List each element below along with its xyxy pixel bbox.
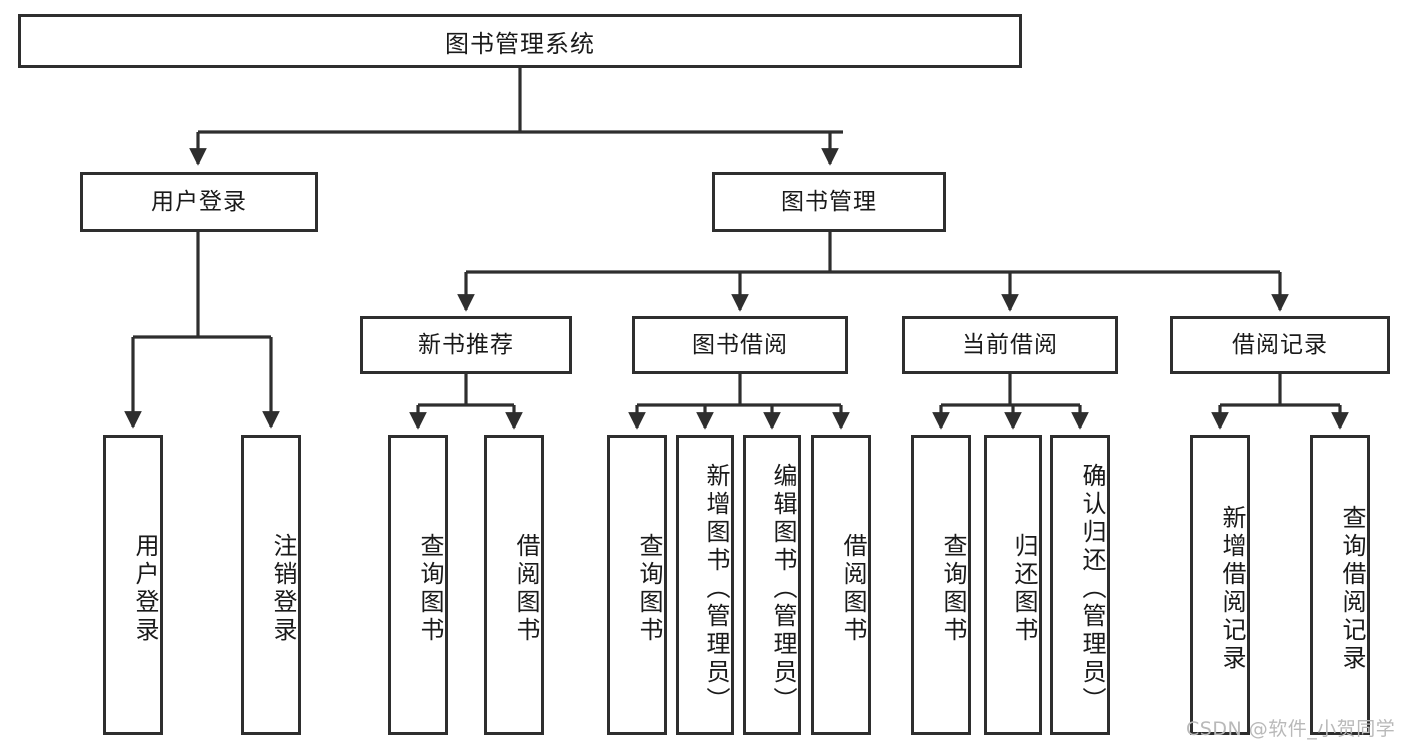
node-leaf-borrow-book-1-label: 借阅图书 xyxy=(512,533,540,645)
node-user-login-label: 用户登录 xyxy=(151,188,247,215)
node-leaf-query-book-2[interactable]: 查询图书 xyxy=(607,435,667,735)
node-leaf-edit-book-label: 编辑图书（管理员） xyxy=(769,463,797,715)
csdn-watermark: CSDN @软件_小贺同学 xyxy=(1186,718,1396,740)
node-leaf-query-record[interactable]: 查询借阅记录 xyxy=(1310,435,1370,735)
node-leaf-query-book-1-label: 查询图书 xyxy=(416,533,444,645)
node-leaf-confirm-return[interactable]: 确认归还（管理员） xyxy=(1050,435,1110,735)
node-user-login[interactable]: 用户登录 xyxy=(80,172,318,232)
node-borrow-record-label: 借阅记录 xyxy=(1232,331,1328,358)
node-borrow-record[interactable]: 借阅记录 xyxy=(1170,316,1390,374)
node-leaf-user-logout-label: 注销登录 xyxy=(269,533,297,645)
node-leaf-user-logout[interactable]: 注销登录 xyxy=(241,435,301,735)
node-leaf-add-record-label: 新增借阅记录 xyxy=(1218,505,1246,673)
node-leaf-confirm-return-label: 确认归还（管理员） xyxy=(1078,463,1106,715)
node-book-borrow[interactable]: 图书借阅 xyxy=(632,316,848,374)
node-book-manage[interactable]: 图书管理 xyxy=(712,172,946,232)
node-leaf-return-book-label: 归还图书 xyxy=(1010,533,1038,645)
node-root-label: 图书管理系统 xyxy=(445,29,595,58)
node-leaf-add-book[interactable]: 新增图书（管理员） xyxy=(676,435,734,735)
node-new-book-recommend[interactable]: 新书推荐 xyxy=(360,316,572,374)
node-leaf-query-book-1[interactable]: 查询图书 xyxy=(388,435,448,735)
node-root[interactable]: 图书管理系统 xyxy=(18,14,1022,68)
node-leaf-query-record-label: 查询借阅记录 xyxy=(1338,505,1366,673)
node-leaf-query-book-2-label: 查询图书 xyxy=(635,533,663,645)
node-leaf-user-login-label: 用户登录 xyxy=(131,533,159,645)
node-current-borrow-label: 当前借阅 xyxy=(962,331,1058,358)
node-leaf-query-book-3[interactable]: 查询图书 xyxy=(911,435,971,735)
node-leaf-borrow-book-2-label: 借阅图书 xyxy=(839,533,867,645)
node-book-borrow-label: 图书借阅 xyxy=(692,331,788,358)
node-leaf-user-login[interactable]: 用户登录 xyxy=(103,435,163,735)
node-leaf-add-record[interactable]: 新增借阅记录 xyxy=(1190,435,1250,735)
node-leaf-edit-book[interactable]: 编辑图书（管理员） xyxy=(743,435,801,735)
node-current-borrow[interactable]: 当前借阅 xyxy=(902,316,1118,374)
node-leaf-add-book-label: 新增图书（管理员） xyxy=(702,463,730,715)
node-leaf-borrow-book-1[interactable]: 借阅图书 xyxy=(484,435,544,735)
node-book-manage-label: 图书管理 xyxy=(781,188,877,215)
node-new-book-recommend-label: 新书推荐 xyxy=(418,331,514,358)
node-leaf-return-book[interactable]: 归还图书 xyxy=(984,435,1042,735)
node-leaf-borrow-book-2[interactable]: 借阅图书 xyxy=(811,435,871,735)
node-leaf-query-book-3-label: 查询图书 xyxy=(939,533,967,645)
